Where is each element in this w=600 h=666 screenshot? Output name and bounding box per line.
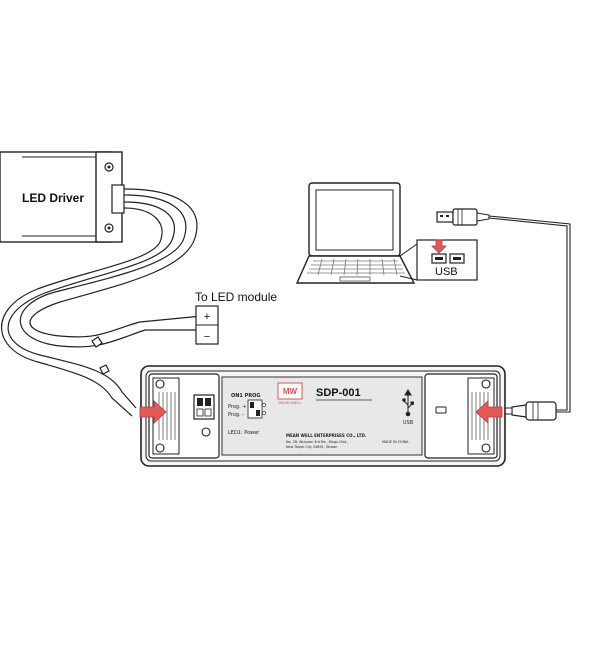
- led-indicator: [201, 427, 211, 437]
- arrow-left-icon: [475, 400, 503, 424]
- arrow-right-icon: [139, 400, 167, 424]
- usb-symbol-icon: [402, 389, 414, 417]
- logo-mw: MW: [283, 387, 298, 396]
- device-label-panel: MW MEAN WELL SDP-001 ON1 PROG Prog. + Pr…: [221, 376, 423, 456]
- laptop-base: [295, 255, 416, 284]
- laptop: [295, 182, 416, 284]
- led-module-terminal: To LED module + −: [195, 290, 277, 345]
- laptop-screen: [315, 189, 394, 251]
- usb-a-plug-icon: [436, 211, 454, 223]
- screw-icon: [481, 443, 491, 453]
- screw-icon: [155, 379, 165, 389]
- made-in-label: MADE IN CHINA: [382, 440, 409, 444]
- prog-minus-label: Prog. -: [228, 412, 244, 418]
- model-label: SDP-001: [316, 387, 361, 399]
- switch-title: ON1 PROG: [231, 393, 261, 399]
- led-power-label: LED1: Power: [228, 430, 260, 436]
- minus-terminal-label: −: [204, 331, 210, 343]
- screw-icon: [481, 379, 491, 389]
- micro-usb-plug: [503, 401, 557, 421]
- micro-usb-port: [435, 406, 447, 414]
- arrow-down-icon: [431, 239, 447, 254]
- usb-port-callout: USB: [399, 239, 478, 281]
- to-led-module-label: To LED module: [195, 290, 277, 304]
- led-driver-body: [0, 151, 113, 243]
- left-end-cover: [139, 373, 220, 459]
- company-name: MEAN WELL ENTERPRISES CO., LTD.: [286, 433, 367, 438]
- usb-cable: [436, 208, 571, 413]
- driver-cables: [1, 188, 203, 417]
- sdp-001-device: MW MEAN WELL SDP-001 ON1 PROG Prog. + Pr…: [139, 365, 506, 467]
- usb-callout-label: USB: [435, 266, 458, 278]
- touchpad: [339, 276, 371, 282]
- right-end-cover: [424, 373, 503, 459]
- logo-meanwell: MEAN WELL: [278, 400, 302, 405]
- led-driver-label: LED Driver: [22, 191, 84, 205]
- mean-well-logo: [277, 382, 303, 400]
- address-line-1: No. 28, Wuquan 3rd Rd., Wugu Dist.,: [286, 440, 348, 444]
- device-usb-label: USB: [403, 420, 414, 426]
- plus-terminal-label: +: [204, 311, 210, 323]
- keyboard: [307, 258, 405, 276]
- prog-plus-label: Prog. +: [228, 404, 246, 410]
- screw-icon: [155, 443, 165, 453]
- led-driver: LED Driver: [0, 151, 125, 243]
- address-line-2: New Taipei City 24891, Taiwan: [286, 445, 337, 449]
- cable-gland: [111, 184, 125, 214]
